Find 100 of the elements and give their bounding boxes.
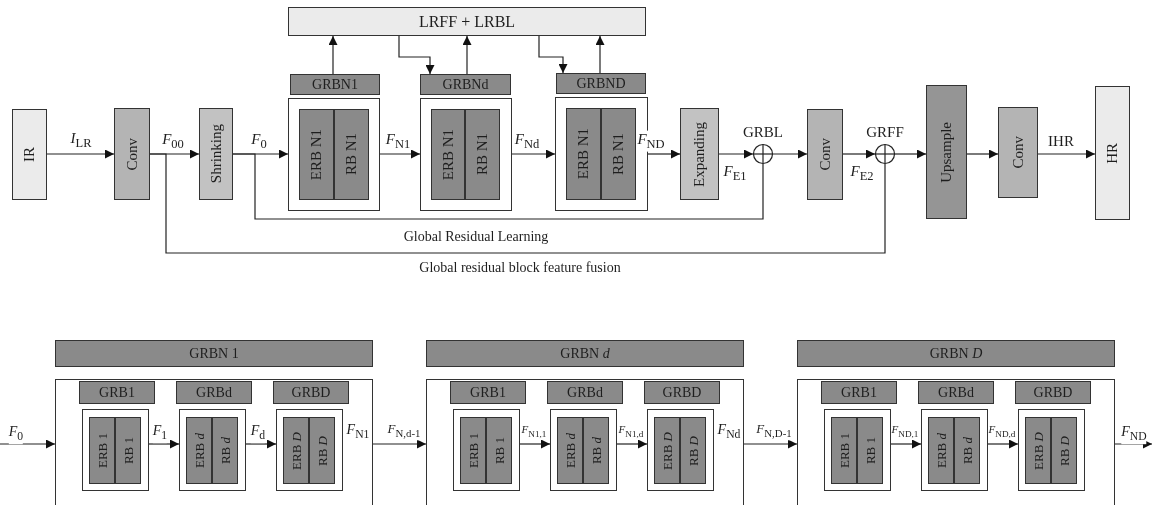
- residual-block-cell: ERB D: [654, 417, 680, 484]
- group-container: [420, 98, 512, 211]
- residual-block-cell: ERB D: [1025, 417, 1051, 484]
- group-container: [1018, 409, 1085, 491]
- arrow: [595, 35, 605, 74]
- block-header: GRBD: [1015, 381, 1091, 404]
- residual-block-cell: ERB d: [928, 417, 954, 484]
- arrow: [616, 439, 648, 449]
- block-header: GRBD: [644, 381, 720, 404]
- arrow: [842, 149, 876, 159]
- fusion-banner: LRFF + LRBL: [288, 7, 646, 36]
- arrow: [462, 35, 472, 75]
- arrow: [894, 149, 927, 159]
- residual-block-cell: RB D: [680, 417, 706, 484]
- image-block: IR: [12, 109, 47, 200]
- process-block: Expanding: [680, 108, 719, 200]
- group-header: GRBN 1: [55, 340, 373, 367]
- residual-block-cell: RB N1: [465, 109, 500, 200]
- residual-block-cell: ERB 1: [89, 417, 115, 484]
- residual-block-cell: ERB D: [283, 417, 309, 484]
- arrow: [890, 439, 922, 449]
- adder-label: GRBL: [743, 124, 783, 141]
- arrow: [966, 149, 999, 159]
- group-container: [276, 409, 343, 491]
- connector-line: [149, 153, 886, 254]
- connector-line: [232, 153, 764, 220]
- edge-label: F$_{ND,d}$: [988, 423, 1016, 439]
- group-container: [426, 379, 744, 505]
- arrow: [328, 35, 338, 75]
- edge-label: F$_{ND}$: [1121, 424, 1147, 444]
- arrow: [538, 35, 568, 74]
- group-container: [288, 98, 380, 211]
- arrow: [379, 149, 421, 159]
- residual-block-cell: RB 1: [486, 417, 512, 484]
- block-header: GRBd: [918, 381, 994, 404]
- conv-block: Conv: [114, 108, 150, 200]
- group-container: [82, 409, 149, 491]
- arrow: [245, 439, 277, 449]
- group-container: [921, 409, 988, 491]
- group-header: GRBND: [556, 73, 646, 94]
- block-header: GRBd: [547, 381, 623, 404]
- upsample-block: Upsample: [926, 85, 967, 219]
- arrow: [647, 149, 681, 159]
- edge-label: F$_{ND,1}$: [891, 423, 919, 439]
- residual-block-cell: RB D: [1051, 417, 1077, 484]
- group-container: [647, 409, 714, 491]
- residual-block-cell: RB N1: [334, 109, 369, 200]
- signal-label: F$_{N1}$: [346, 422, 370, 442]
- group-container: [453, 409, 520, 491]
- arrow: [519, 439, 551, 449]
- group-container: [55, 379, 373, 505]
- residual-block-cell: RB 1: [115, 417, 141, 484]
- residual-block-cell: RB 1: [857, 417, 883, 484]
- group-header: GRBN d: [426, 340, 744, 367]
- residual-block-cell: ERB N1: [431, 109, 465, 200]
- residual-block-cell: ERB d: [186, 417, 212, 484]
- arrow: [1037, 149, 1096, 159]
- residual-block-cell: RB d: [954, 417, 980, 484]
- edge-label: F$_{N,D-1}$: [756, 422, 792, 440]
- block-header: GRB1: [79, 381, 155, 404]
- residual-block-cell: ERB 1: [831, 417, 857, 484]
- image-block: HR: [1095, 86, 1130, 220]
- group-container: [824, 409, 891, 491]
- block-header: GRB1: [450, 381, 526, 404]
- arrow: [511, 149, 556, 159]
- edge-label: F$_{ND}$: [637, 130, 665, 152]
- edge-label: F$_{0}$: [8, 424, 24, 444]
- block-header: GRB1: [821, 381, 897, 404]
- edge-label: F$_{N1,1}$: [521, 423, 547, 439]
- group-header: GRBNd: [420, 74, 511, 95]
- group-header: GRBN D: [797, 340, 1115, 367]
- residual-block-cell: RB d: [212, 417, 238, 484]
- arrow: [772, 149, 808, 159]
- process-block: Shrinking: [199, 108, 233, 200]
- arrow: [148, 439, 180, 449]
- arrow: [372, 439, 427, 449]
- block-header: GRBd: [176, 381, 252, 404]
- residual-block-cell: ERB N1: [299, 109, 334, 200]
- arrow: [398, 35, 435, 75]
- residual-block-cell: ERB d: [557, 417, 583, 484]
- residual-block-cell: RB d: [583, 417, 609, 484]
- conv-block: Conv: [998, 107, 1038, 198]
- edge-label: F$_{N,d-1}$: [387, 422, 421, 440]
- arrow: [718, 149, 754, 159]
- arrow: [743, 439, 798, 449]
- group-container: [797, 379, 1115, 505]
- group-container: [550, 409, 617, 491]
- block-header: GRBD: [273, 381, 349, 404]
- conv-block: Conv: [807, 109, 843, 200]
- arrow: [46, 149, 115, 159]
- signal-label: F$_{Nd}$: [717, 422, 741, 442]
- arrow: [987, 439, 1019, 449]
- group-container: [555, 97, 648, 211]
- adder-label: GRFF: [866, 124, 904, 141]
- edge-label: F$_{N1,d}$: [618, 423, 644, 439]
- residual-block-cell: RB D: [309, 417, 335, 484]
- group-header: GRBN1: [290, 74, 380, 95]
- edge-label: Global Residual Learning: [403, 229, 549, 245]
- residual-block-cell: ERB N1: [566, 108, 601, 200]
- residual-block-cell: ERB 1: [460, 417, 486, 484]
